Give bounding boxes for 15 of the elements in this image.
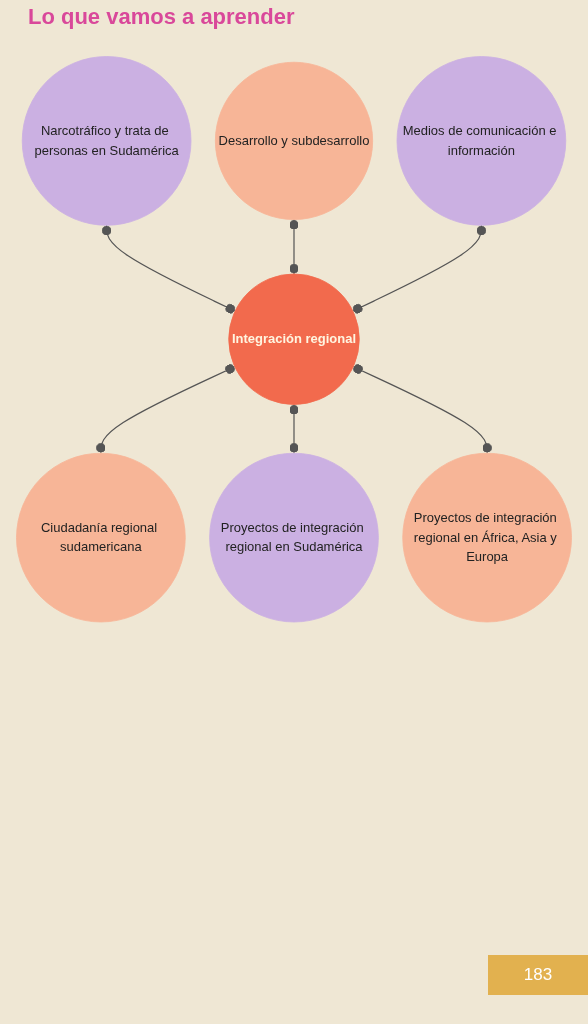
title: Lo que vamos a aprender	[28, 4, 295, 30]
node-circle: Ciudadanía regional sudamericana	[16, 452, 186, 623]
connector	[352, 224, 487, 314]
node-circle: Proyectos de integración regional en África, Asia y Europa	[402, 452, 572, 623]
connector	[101, 224, 236, 314]
connector	[95, 364, 236, 454]
page-number: 183	[522, 964, 554, 986]
node-circle: Proyectos de integración regional en Sudamérica	[209, 452, 379, 623]
connector	[289, 403, 299, 454]
connector	[289, 218, 299, 275]
node-circle: Integración regional	[228, 273, 360, 405]
node-circle: Desarrollo y subdesarrollo	[214, 61, 374, 220]
node-circle: Medios de comunicación e información	[396, 56, 567, 226]
node-circle: Narcotráfico y trata de personas en Sudamérica	[21, 56, 192, 226]
connector	[352, 364, 493, 454]
